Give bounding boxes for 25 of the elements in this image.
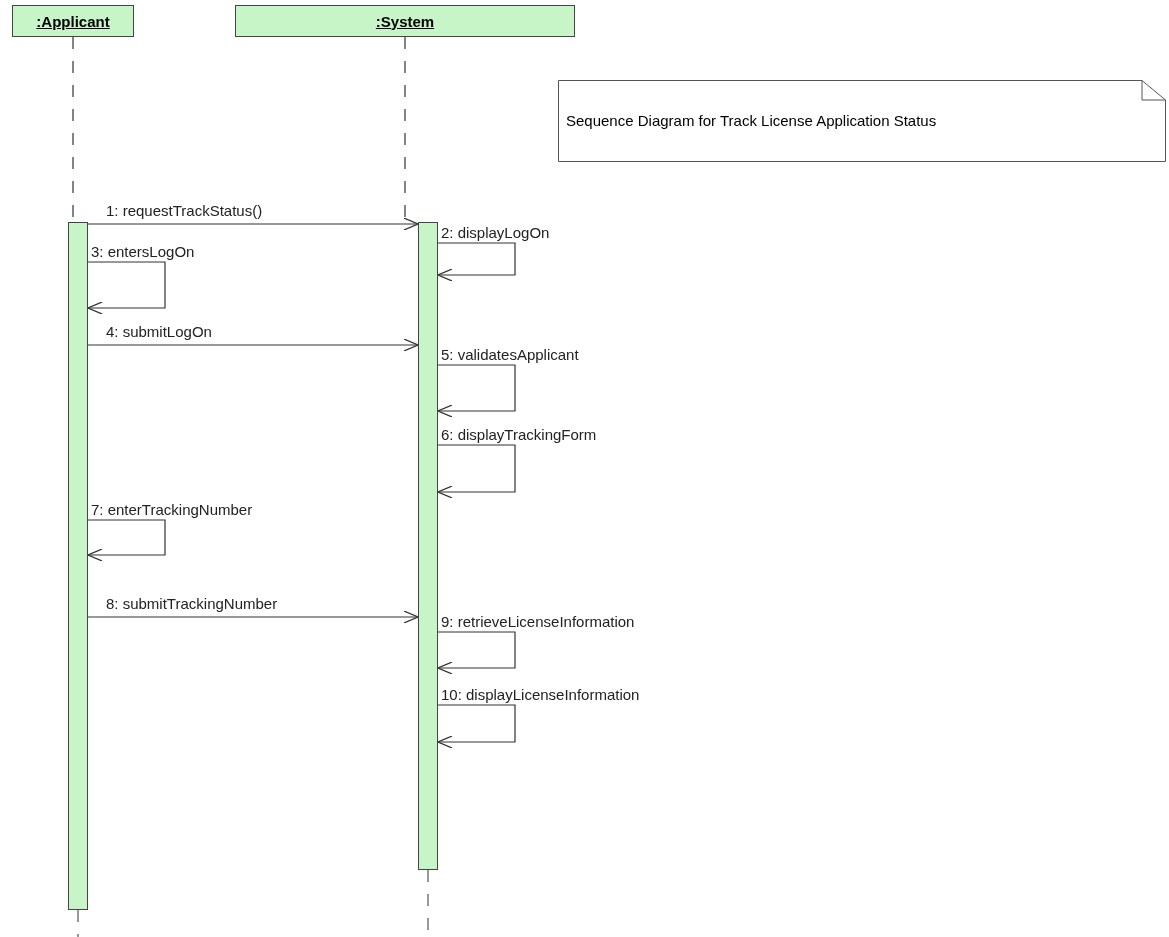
lifeline-header: :System xyxy=(235,5,575,37)
message-arrow xyxy=(437,364,516,418)
message-label: 1: requestTrackStatus() xyxy=(106,202,263,220)
lifeline-header: :Applicant xyxy=(12,5,134,37)
message-arrow xyxy=(87,519,166,562)
message-label: 4: submitLogOn xyxy=(106,323,212,341)
note: Sequence Diagram for Track License Application Status xyxy=(558,80,1166,162)
message-arrow xyxy=(87,610,419,624)
message-arrow xyxy=(87,217,419,231)
message-label: 9: retrieveLicenseInformation xyxy=(441,613,635,631)
message-label: 5: validatesApplicant xyxy=(441,346,579,364)
message-arrow xyxy=(87,338,419,352)
message-arrow xyxy=(437,631,516,675)
activation-bar xyxy=(68,222,88,910)
message-arrow xyxy=(437,444,516,499)
message-label: 10: displayLicenseInformation xyxy=(441,686,640,704)
message-arrow xyxy=(87,261,166,315)
message-arrow xyxy=(437,704,516,749)
message-arrow xyxy=(437,242,516,282)
message-label: 3: entersLogOn xyxy=(91,243,195,261)
message-label: 8: submitTrackingNumber xyxy=(106,595,278,613)
message-label: 6: displayTrackingForm xyxy=(441,426,597,444)
message-label: 7: enterTrackingNumber xyxy=(91,501,253,519)
activation-bar xyxy=(418,222,438,870)
message-label: 2: displayLogOn xyxy=(441,224,550,242)
